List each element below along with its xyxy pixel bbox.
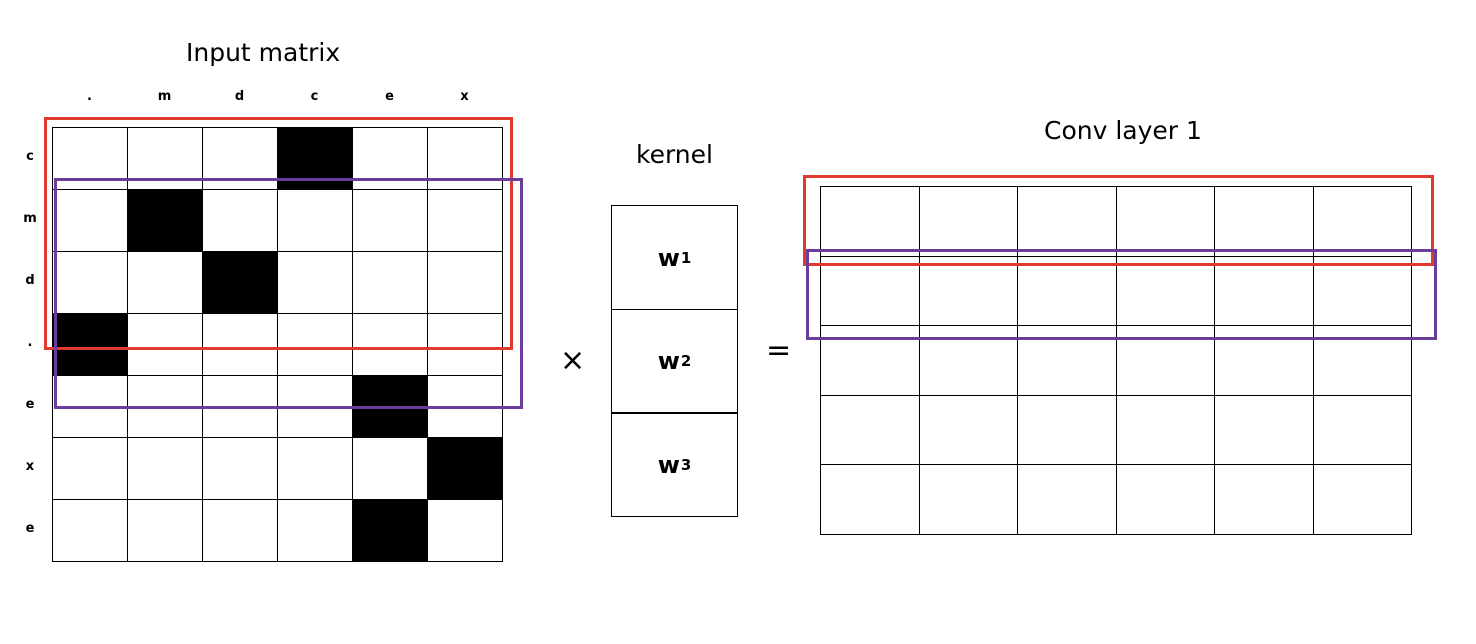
input-cell xyxy=(127,437,203,500)
input-cell-filled xyxy=(427,437,503,500)
conv-cell xyxy=(1214,464,1314,535)
input-matrix-title: Input matrix xyxy=(186,38,341,67)
input-col-label: x xyxy=(460,89,469,104)
kernel-weight-symbol: w xyxy=(657,450,680,479)
input-cell xyxy=(277,251,353,314)
input-row-label: . xyxy=(27,335,33,350)
input-cell xyxy=(352,189,428,252)
kernel-title: kernel xyxy=(636,140,713,169)
conv-cell xyxy=(1214,394,1314,465)
conv-cell xyxy=(820,186,920,257)
conv-cell xyxy=(820,464,920,535)
conv-layer-title: Conv layer 1 xyxy=(1044,116,1202,145)
conv-cell xyxy=(1115,255,1215,326)
input-cell xyxy=(352,313,428,376)
conv-cell xyxy=(1017,255,1117,326)
multiply-operator: × xyxy=(560,343,586,378)
conv-cell xyxy=(918,186,1018,257)
kernel-weight-index: 1 xyxy=(680,248,692,267)
input-row-label: e xyxy=(25,521,35,536)
conv-output-highlight-first xyxy=(803,175,1434,266)
input-row-label: m xyxy=(23,211,37,226)
input-cell xyxy=(127,251,203,314)
input-cell xyxy=(127,313,203,376)
first-window-highlight xyxy=(44,117,513,350)
kernel-weight-symbol: w xyxy=(657,347,680,375)
input-cell xyxy=(277,499,353,562)
input-cell xyxy=(52,437,128,500)
input-cell xyxy=(427,499,503,562)
conv-cell xyxy=(1312,464,1412,535)
equals-operator: = xyxy=(766,333,792,368)
kernel-weight-symbol: w xyxy=(657,243,680,272)
input-col-label: . xyxy=(87,89,92,104)
input-col-label: c xyxy=(310,89,319,104)
conv-cell xyxy=(1115,394,1215,465)
conv-cell xyxy=(820,394,920,465)
conv-cell xyxy=(918,394,1018,465)
input-col-label: m xyxy=(157,89,172,104)
conv-cell xyxy=(1214,255,1314,326)
conv-cell xyxy=(1312,325,1412,396)
conv-cell xyxy=(820,255,920,326)
input-cell xyxy=(277,313,353,376)
input-cell xyxy=(277,437,353,500)
input-cell xyxy=(202,499,278,562)
input-row-label: x xyxy=(25,459,35,474)
input-cell xyxy=(352,251,428,314)
input-cell xyxy=(352,437,428,500)
input-cell xyxy=(427,251,503,314)
input-cell xyxy=(127,499,203,562)
input-row-label: c xyxy=(26,149,34,164)
input-cell xyxy=(52,251,128,314)
second-window-highlight xyxy=(54,178,523,409)
conv-cell xyxy=(1214,186,1314,257)
input-cell-filled xyxy=(352,499,428,562)
kernel-weight-index: 2 xyxy=(680,352,692,370)
input-col-label: d xyxy=(234,89,245,104)
input-row-label: e xyxy=(25,397,35,412)
conv-output-highlight-second xyxy=(806,249,1437,340)
conv-cell xyxy=(918,325,1018,396)
conv-cell xyxy=(1017,394,1117,465)
conv-cell xyxy=(918,464,1018,535)
input-col-label: e xyxy=(385,89,394,104)
input-row-label: d xyxy=(25,273,35,288)
kernel-weight-index: 3 xyxy=(680,455,692,474)
input-cell xyxy=(202,189,278,252)
conv-cell xyxy=(1312,394,1412,465)
input-cell xyxy=(202,437,278,500)
conv-cell xyxy=(1017,186,1117,257)
input-cell xyxy=(427,189,503,252)
conv-cell xyxy=(1115,464,1215,535)
conv-cell xyxy=(1017,464,1117,535)
input-cell xyxy=(427,313,503,376)
input-cell xyxy=(52,499,128,562)
input-cell xyxy=(202,313,278,376)
conv-cell xyxy=(1312,255,1412,326)
